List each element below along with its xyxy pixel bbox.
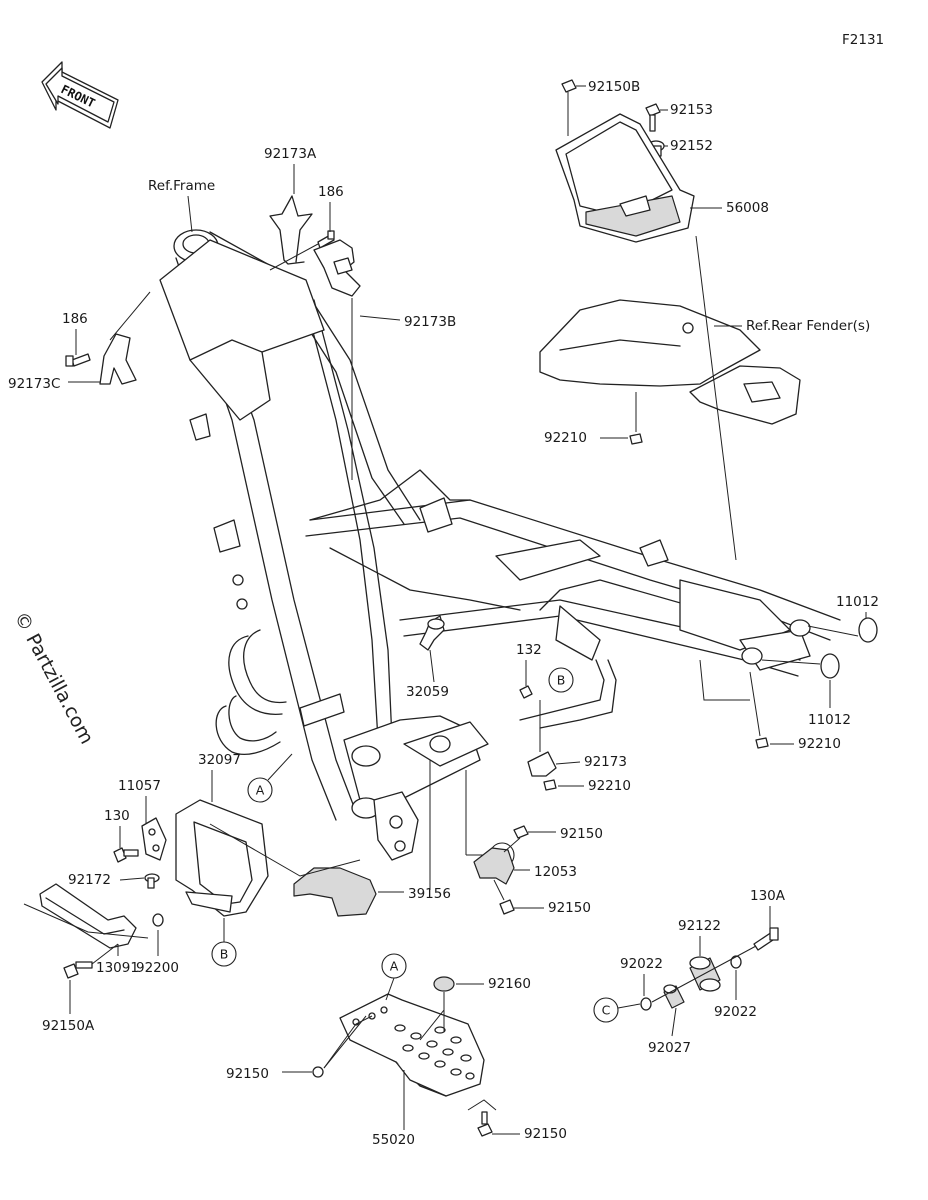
label-92173: 92173 [584,754,627,770]
cap-11012-top [858,617,878,643]
label-92152: 92152 [670,138,713,154]
label-56008: 56008 [726,200,769,216]
label-92173a: 92173A [264,146,317,162]
bolt-92150-bottom [477,1111,493,1137]
diagram-id: F2131 [842,32,884,48]
ref-letter-b-cover: B [211,918,237,967]
label-92027: 92027 [648,1040,691,1056]
label-130a: 130A [750,888,786,904]
label-130: 130 [104,808,130,824]
label-92160: 92160 [488,976,531,992]
bracket-92173b [313,239,361,297]
motorcycle-frame [159,229,841,861]
ref-rear-fender-label: Ref.Rear Fender(s) [746,318,870,334]
label-92150a: 92150A [42,1018,95,1034]
band-32059 [419,615,445,651]
label-92173b: 92173B [404,314,456,330]
label-11012-bottom: 11012 [808,712,851,728]
bracket-13091 [39,883,137,949]
ref-letter-b-frame: B [548,667,574,693]
clamp-92173 [527,751,557,777]
label-92150-plate: 92150 [226,1066,269,1082]
label-11012-top: 11012 [836,594,879,610]
screw-92172 [144,873,160,889]
bolt-92150b [561,79,577,93]
bolt-186-left [65,353,91,367]
label-92022-right: 92022 [714,1004,757,1020]
washer-92200 [152,913,164,927]
label-55020: 55020 [372,1132,415,1148]
label-92210-top: 92210 [544,430,587,446]
label-92150-mid2: 92150 [548,900,591,916]
label-186-left: 186 [62,311,88,327]
bolt-130 [113,847,139,863]
bolt-186-top [317,230,335,249]
svg-text:A: A [256,783,265,798]
clip-92173a [269,195,313,265]
nut-92210-right [755,737,769,749]
ref-letter-a-skid: A [381,953,407,1001]
bolt-92153 [645,103,661,132]
ref-letter-c-collar: C [593,997,641,1023]
label-92122: 92122 [678,918,721,934]
svg-text:A: A [390,959,399,974]
nut-92210-mid [543,779,557,791]
label-92153: 92153 [670,102,713,118]
label-92210-mid: 92210 [588,778,631,794]
bracket-11057 [141,817,167,861]
bolt-92150-mid2 [499,899,515,915]
collar-92027 [663,984,685,1009]
label-92150-bottom: 92150 [524,1126,567,1142]
cap-92160 [433,976,455,992]
label-92200: 92200 [136,960,179,976]
ref-letter-a-frame: A [247,753,293,803]
label-186-top: 186 [318,184,344,200]
cap-11012-bottom [820,653,840,679]
box-56008 [555,113,695,243]
nut-92210-top [629,433,643,445]
label-92210-right: 92210 [798,736,841,752]
label-92022-left: 92022 [620,956,663,972]
bracket-b-frame [519,659,617,729]
label-132: 132 [516,642,542,658]
label-92172: 92172 [68,872,111,888]
guard-12053 [473,847,515,885]
cover-32097 [175,799,269,917]
label-32097: 32097 [198,752,241,768]
svg-text:B: B [220,947,229,962]
washer-92022-left [640,997,652,1011]
rear-fender [539,299,801,425]
bolt-132 [519,685,533,699]
clip-92173c [99,333,137,385]
label-39156: 39156 [408,886,451,902]
label-12053: 12053 [534,864,577,880]
bolt-92150a [63,961,93,979]
watermark: © Partzilla.com [10,608,98,748]
ref-frame-label: Ref.Frame [148,178,215,194]
label-92150b: 92150B [588,79,640,95]
nut-92150-plate [312,1066,324,1078]
label-11057: 11057 [118,778,161,794]
bolt-130a [753,927,779,951]
washer-92022-right [730,955,742,969]
svg-text:C: C [602,1003,611,1018]
label-92150-mid: 92150 [560,826,603,842]
label-92173c: 92173C [8,376,60,392]
svg-text:B: B [557,673,566,688]
front-arrow-icon: FRONT [41,61,119,129]
skid-plate-55020 [339,993,485,1097]
pad-39156 [293,867,377,917]
label-13091: 13091 [96,960,139,976]
label-32059: 32059 [406,684,449,700]
nut-92150-mid [513,825,529,839]
